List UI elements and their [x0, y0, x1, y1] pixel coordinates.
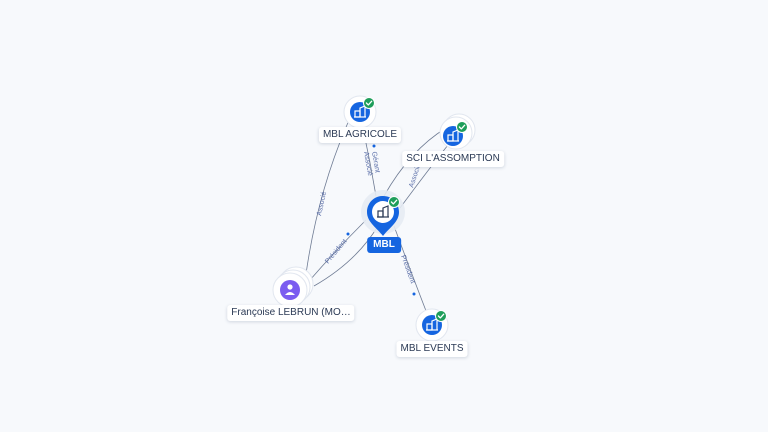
- arrow-head: [346, 232, 350, 236]
- edge-label-associe-agricole: Associé: [362, 151, 373, 176]
- edge-label-president-francoise: Président: [324, 238, 348, 265]
- arrow-head: [412, 292, 416, 296]
- node-mbl[interactable]: [361, 190, 405, 236]
- check-icon: [363, 97, 375, 109]
- edge-francoise-mbl-2[interactable]: [313, 225, 379, 287]
- label-sci-lassomption[interactable]: SCI L'ASSOMPTION: [402, 151, 504, 167]
- check-icon: [456, 121, 468, 133]
- label-francoise-lebrun[interactable]: Françoise LEBRUN (MO…: [227, 305, 355, 321]
- edge-label-gerant: Gérant: [370, 151, 381, 173]
- arrow-head: [372, 144, 376, 148]
- edge-label-president-events: Président: [399, 254, 416, 284]
- node-mbl-agricole[interactable]: [343, 95, 377, 129]
- check-icon: [388, 196, 400, 208]
- check-icon: [435, 310, 447, 322]
- node-mbl-events[interactable]: [415, 308, 449, 342]
- label-mbl-agricole[interactable]: MBL AGRICOLE: [318, 127, 402, 143]
- node-sci-lassomption[interactable]: [439, 113, 476, 150]
- node-francoise-lebrun[interactable]: [272, 266, 314, 308]
- edge-francoise-mbl[interactable]: [309, 219, 367, 281]
- person-icon: [285, 284, 295, 295]
- label-mbl-events[interactable]: MBL EVENTS: [396, 341, 468, 357]
- label-mbl[interactable]: MBL: [367, 237, 401, 253]
- building-icon: [377, 205, 389, 218]
- edge-label-associe-francoise: Associé: [316, 191, 328, 217]
- edges: [305, 117, 453, 317]
- edge-mbl-events[interactable]: [393, 225, 429, 317]
